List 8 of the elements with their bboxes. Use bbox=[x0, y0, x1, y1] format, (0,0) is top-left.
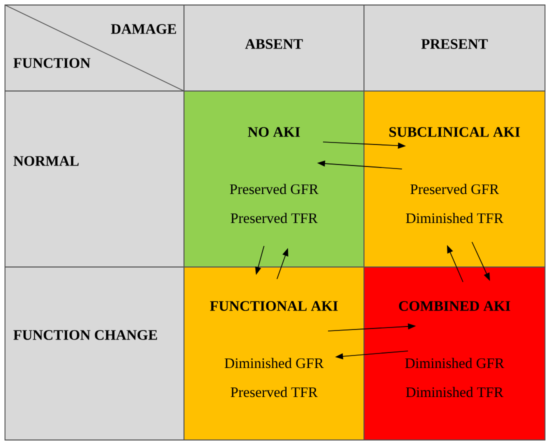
quadrant-cell: COMBINED AKI Diminished GFR Diminished TFR bbox=[364, 266, 546, 440]
header-cell: PRESENT bbox=[364, 4, 546, 92]
header-cell: DAMAGE FUNCTION bbox=[4, 4, 184, 92]
quadrant-cell: FUNCTIONAL AKI Diminished GFR Preserved TFR bbox=[184, 266, 364, 440]
header-cell: FUNCTION CHANGE bbox=[4, 266, 184, 440]
header-cell: ABSENT bbox=[184, 4, 364, 92]
quadrant-cell: NO AKI Preserved GFR Preserved TFR bbox=[184, 90, 364, 268]
quadrant-cell: SUBCLINICAL AKI Preserved GFR Diminished TFR bbox=[364, 90, 546, 268]
